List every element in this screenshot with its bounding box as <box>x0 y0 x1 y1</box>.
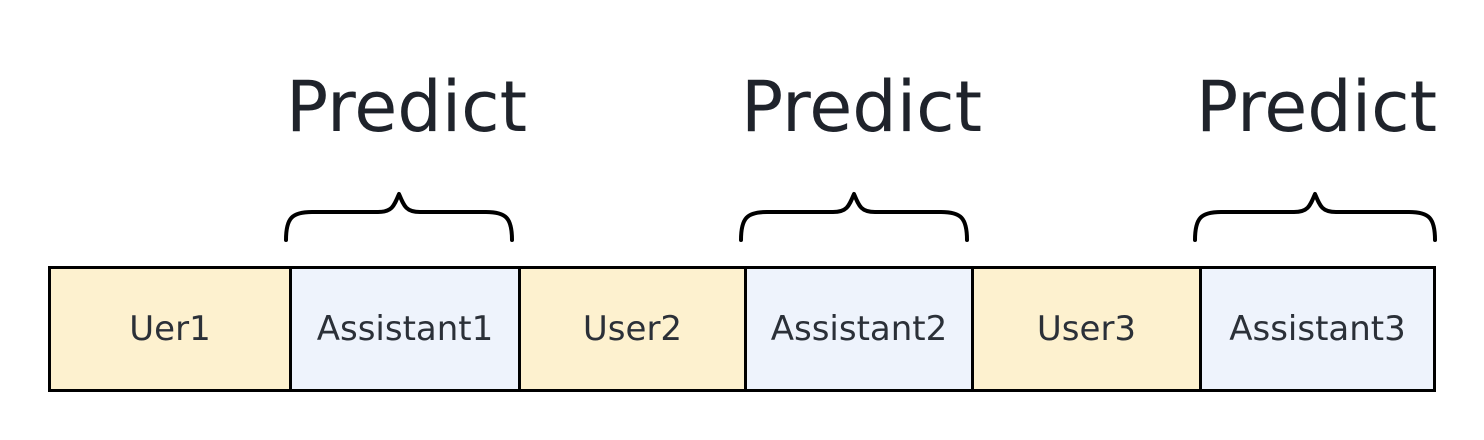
curly-brace-1 <box>284 188 514 244</box>
segment-user-1: Uer1 <box>51 269 289 389</box>
conversation-sequence-bar: Uer1 Assistant1 User2 Assistant2 User3 A… <box>48 266 1436 392</box>
segment-user-1-label: Uer1 <box>129 309 211 349</box>
predict-label-2: Predict <box>741 66 983 148</box>
segment-user-3-label: User3 <box>1036 309 1137 349</box>
segment-user-2-label: User2 <box>582 309 683 349</box>
segment-assistant-2-label: Assistant2 <box>770 309 948 349</box>
segment-assistant-3-label: Assistant3 <box>1229 309 1406 349</box>
segment-user-2: User2 <box>518 269 744 389</box>
segment-assistant-1: Assistant1 <box>289 269 518 389</box>
predict-label-3: Predict <box>1196 66 1438 148</box>
curly-brace-3 <box>1193 188 1437 244</box>
curly-brace-2 <box>739 188 969 244</box>
predict-label-1: Predict <box>286 66 528 148</box>
segment-assistant-1-label: Assistant1 <box>316 309 494 349</box>
segment-assistant-2: Assistant2 <box>744 269 971 389</box>
segment-assistant-3: Assistant3 <box>1199 269 1433 389</box>
segment-user-3: User3 <box>971 269 1199 389</box>
